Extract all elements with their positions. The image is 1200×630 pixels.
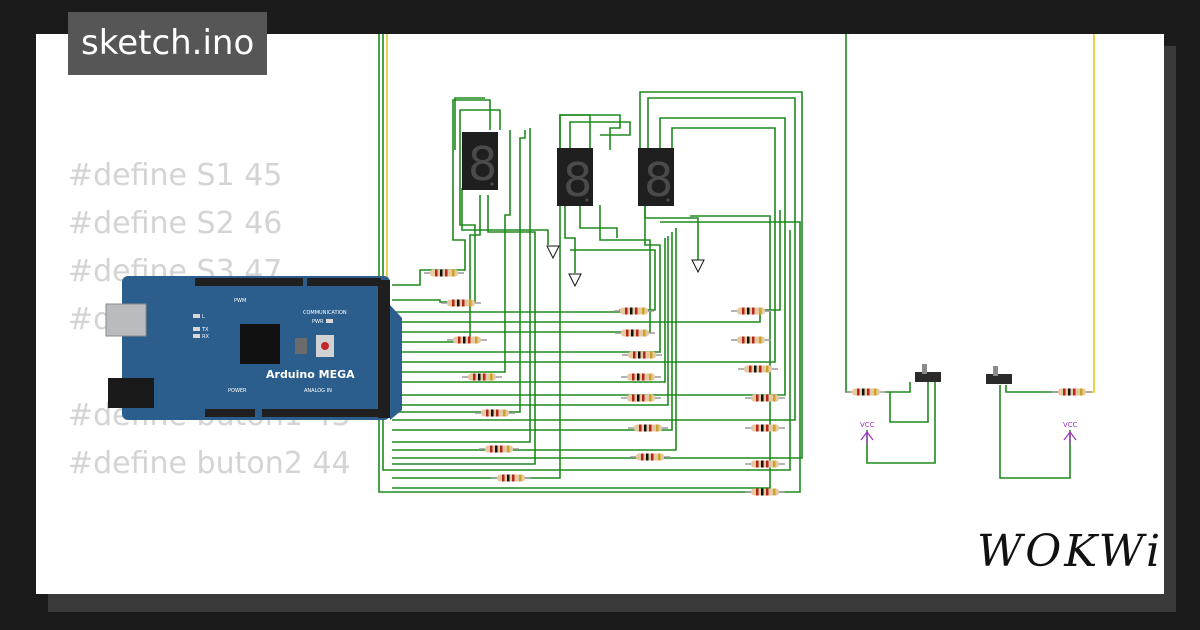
- svg-text:8: 8: [563, 153, 592, 207]
- vcc-symbol-2: VCC: [1063, 421, 1078, 444]
- resistor[interactable]: [630, 453, 670, 461]
- resistor[interactable]: [622, 351, 662, 359]
- tx-led: [193, 327, 200, 331]
- slide-switch-1[interactable]: [915, 364, 941, 382]
- resistor[interactable]: [614, 307, 654, 315]
- resistors: [424, 269, 1092, 496]
- resistor[interactable]: [745, 394, 785, 402]
- resistor[interactable]: [745, 424, 785, 432]
- side-header: [378, 280, 390, 418]
- vcc-label-1: VCC: [860, 421, 875, 429]
- wokwi-logo: WOKWi: [977, 526, 1164, 577]
- code-background: #define S1 45 #define S2 46 #define S3 4…: [68, 152, 351, 594]
- resistor[interactable]: [615, 329, 655, 337]
- sketch-title: sketch.ino: [68, 12, 268, 75]
- rx-label: RX: [202, 334, 209, 340]
- svg-text:8: 8: [644, 153, 673, 207]
- vcc-symbol-1: VCC: [860, 421, 875, 444]
- resistor[interactable]: [738, 365, 778, 373]
- board-name: Arduino MEGA: [266, 368, 355, 381]
- power-header: [205, 409, 255, 417]
- vcc-label-2: VCC: [1063, 421, 1078, 429]
- chip: [240, 324, 280, 364]
- pwm-label: PWM: [234, 298, 246, 304]
- resistor[interactable]: [491, 474, 531, 482]
- resistor[interactable]: [731, 336, 771, 344]
- code-line: #define S1 45: [68, 158, 283, 193]
- reset-button[interactable]: [321, 342, 329, 350]
- icsp-header: [295, 338, 307, 354]
- code-line: #define S1 22: [68, 584, 351, 594]
- resistor[interactable]: [621, 394, 661, 402]
- seven-segment-display-1[interactable]: 8: [462, 132, 498, 191]
- resistor[interactable]: [462, 373, 502, 381]
- resistor[interactable]: [745, 488, 785, 496]
- resistor[interactable]: [1052, 388, 1092, 396]
- rx-led: [193, 334, 200, 338]
- pwr-label: PWR: [312, 319, 324, 325]
- l-led: [193, 314, 200, 318]
- digital-header: [195, 278, 303, 286]
- resistor[interactable]: [731, 307, 771, 315]
- code-line: #define buton2 44: [68, 446, 351, 481]
- seven-segment-display-3[interactable]: 8: [638, 148, 674, 207]
- resistor[interactable]: [441, 299, 481, 307]
- tx-label: TX: [201, 327, 209, 333]
- power-jack: [108, 378, 154, 408]
- arduino-mega-board[interactable]: Arduino MEGA PWM COMMUNICATION POWER ANA…: [105, 276, 402, 420]
- comm-label: COMMUNICATION: [303, 310, 347, 316]
- analog-label: ANALOG IN: [304, 388, 332, 394]
- seven-segment-display-2[interactable]: 8: [557, 148, 593, 207]
- comm-header: [307, 278, 381, 286]
- code-line: #define S2 46: [68, 206, 283, 241]
- power-label: POWER: [228, 388, 247, 394]
- resistor[interactable]: [479, 445, 519, 453]
- svg-text:8: 8: [468, 137, 497, 191]
- pwr-led: [326, 319, 333, 323]
- board-edge: [390, 305, 402, 420]
- slide-switch-2[interactable]: [986, 366, 1012, 384]
- resistor[interactable]: [846, 388, 886, 396]
- resistor[interactable]: [628, 424, 668, 432]
- resistor[interactable]: [745, 460, 785, 468]
- analog-header: [262, 409, 380, 417]
- wires: [378, 34, 1071, 493]
- resistor[interactable]: [475, 409, 515, 417]
- ground-symbols: [546, 245, 705, 288]
- l-label: L: [202, 314, 205, 320]
- resistor[interactable]: [621, 373, 661, 381]
- resistor[interactable]: [424, 269, 464, 277]
- usb-port: [105, 303, 147, 337]
- resistor[interactable]: [447, 336, 487, 344]
